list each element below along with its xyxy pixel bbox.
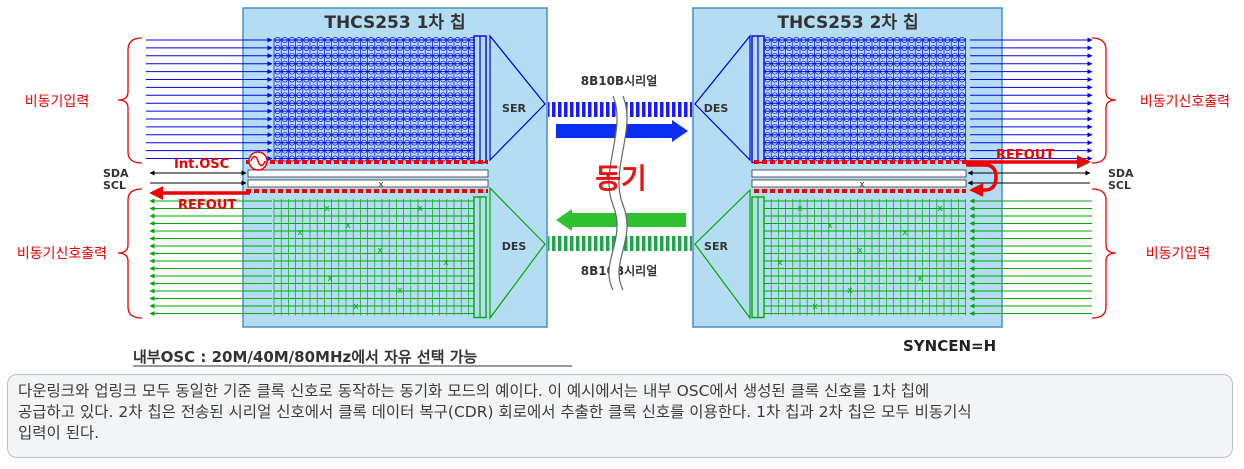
svg-text:x: x xyxy=(327,274,333,284)
caption-line-3: 입력이 된다. xyxy=(18,424,100,442)
chip1-body xyxy=(242,7,548,328)
chip2-des-funnel xyxy=(694,34,751,162)
sync-label: 동기 xyxy=(595,162,647,195)
svg-text:x: x xyxy=(812,302,818,312)
brace-left-top xyxy=(117,37,143,164)
sync-mode-diagram: THCS253 1차 칩 THCS253 2차 칩 x x x x x x x x x x x x x x… xyxy=(17,7,1230,367)
refout-label-chip2: REFOUT xyxy=(996,148,1054,163)
syncen-label: SYNCEN=H xyxy=(903,337,996,355)
svg-text:x: x xyxy=(297,228,303,238)
svg-text:x: x xyxy=(377,246,383,256)
chip2-ser-label: SER xyxy=(704,240,728,253)
chip2-ser-funnel xyxy=(694,188,751,320)
sda-label-left: SDA xyxy=(103,167,129,180)
serial-label-top: 8B10B시리얼 xyxy=(581,73,657,88)
osc-note: 내부OSC : 20M/40M/80MHz에서 자유 선택 가능 xyxy=(133,348,478,366)
scl-label-right: SCL xyxy=(1108,179,1131,192)
brace-left-bottom xyxy=(117,188,143,319)
sda-label-right: SDA xyxy=(1108,167,1134,180)
chip1-des-label: DES xyxy=(502,240,527,253)
svg-text:x: x xyxy=(324,204,330,214)
caption-box: 다운링크와 업링크 모두 동일한 기준 클록 신호로 동작하는 동기화 모드의 … xyxy=(7,374,1233,458)
svg-text:x: x xyxy=(378,180,384,190)
svg-text:x: x xyxy=(902,228,908,238)
chip2-input-matrix xyxy=(751,196,966,319)
chip1-output-matrix xyxy=(273,196,487,319)
svg-text:x: x xyxy=(443,258,449,268)
caption-line-1: 다운링크와 업링크 모두 동일한 기준 클록 신호로 동작하는 동기화 모드의 … xyxy=(18,382,930,400)
svg-text:x: x xyxy=(397,286,403,296)
brace-right-top xyxy=(1091,37,1117,164)
refout-label-chip1: REFOUT xyxy=(178,198,236,213)
caption-line-2: 공급하고 있다. 2차 칩은 전송된 시리얼 신호에서 클록 데이터 복구(CD… xyxy=(18,403,972,421)
chip2-output-matrix xyxy=(751,35,966,164)
svg-text:x: x xyxy=(417,204,423,214)
chip2-title: THCS253 2차 칩 xyxy=(777,12,918,33)
right-output-label: 비동기신호출력 xyxy=(1140,94,1230,110)
scl-label-left: SCL xyxy=(103,179,126,192)
svg-text:x: x xyxy=(797,204,803,214)
svg-text:x: x xyxy=(827,221,833,231)
right-input-label: 비동기입력 xyxy=(1146,246,1210,262)
svg-text:x: x xyxy=(917,274,923,284)
svg-text:x: x xyxy=(847,286,853,296)
refout-loop xyxy=(966,163,998,197)
chip1-des-funnel xyxy=(489,186,546,320)
svg-text:x: x xyxy=(857,246,863,256)
svg-text:x: x xyxy=(345,221,351,231)
chip2-des-label: DES xyxy=(704,102,729,115)
chip1-ser-funnel xyxy=(489,34,546,162)
left-input-label: 비동기입력 xyxy=(25,94,89,110)
chip1-input-matrix xyxy=(273,35,487,164)
svg-text:x: x xyxy=(777,258,783,268)
svg-text:x: x xyxy=(859,180,865,190)
left-output-label: 비동기신호출력 xyxy=(17,246,107,262)
chip1-title: THCS253 1차 칩 xyxy=(324,12,465,33)
svg-text:x: x xyxy=(937,204,943,214)
link-break-mark xyxy=(609,94,627,293)
brace-right-bottom xyxy=(1091,188,1117,319)
svg-text:x: x xyxy=(353,302,359,312)
osc-label: Int.OSC xyxy=(174,157,229,172)
chip1-ser-label: SER xyxy=(502,102,526,115)
